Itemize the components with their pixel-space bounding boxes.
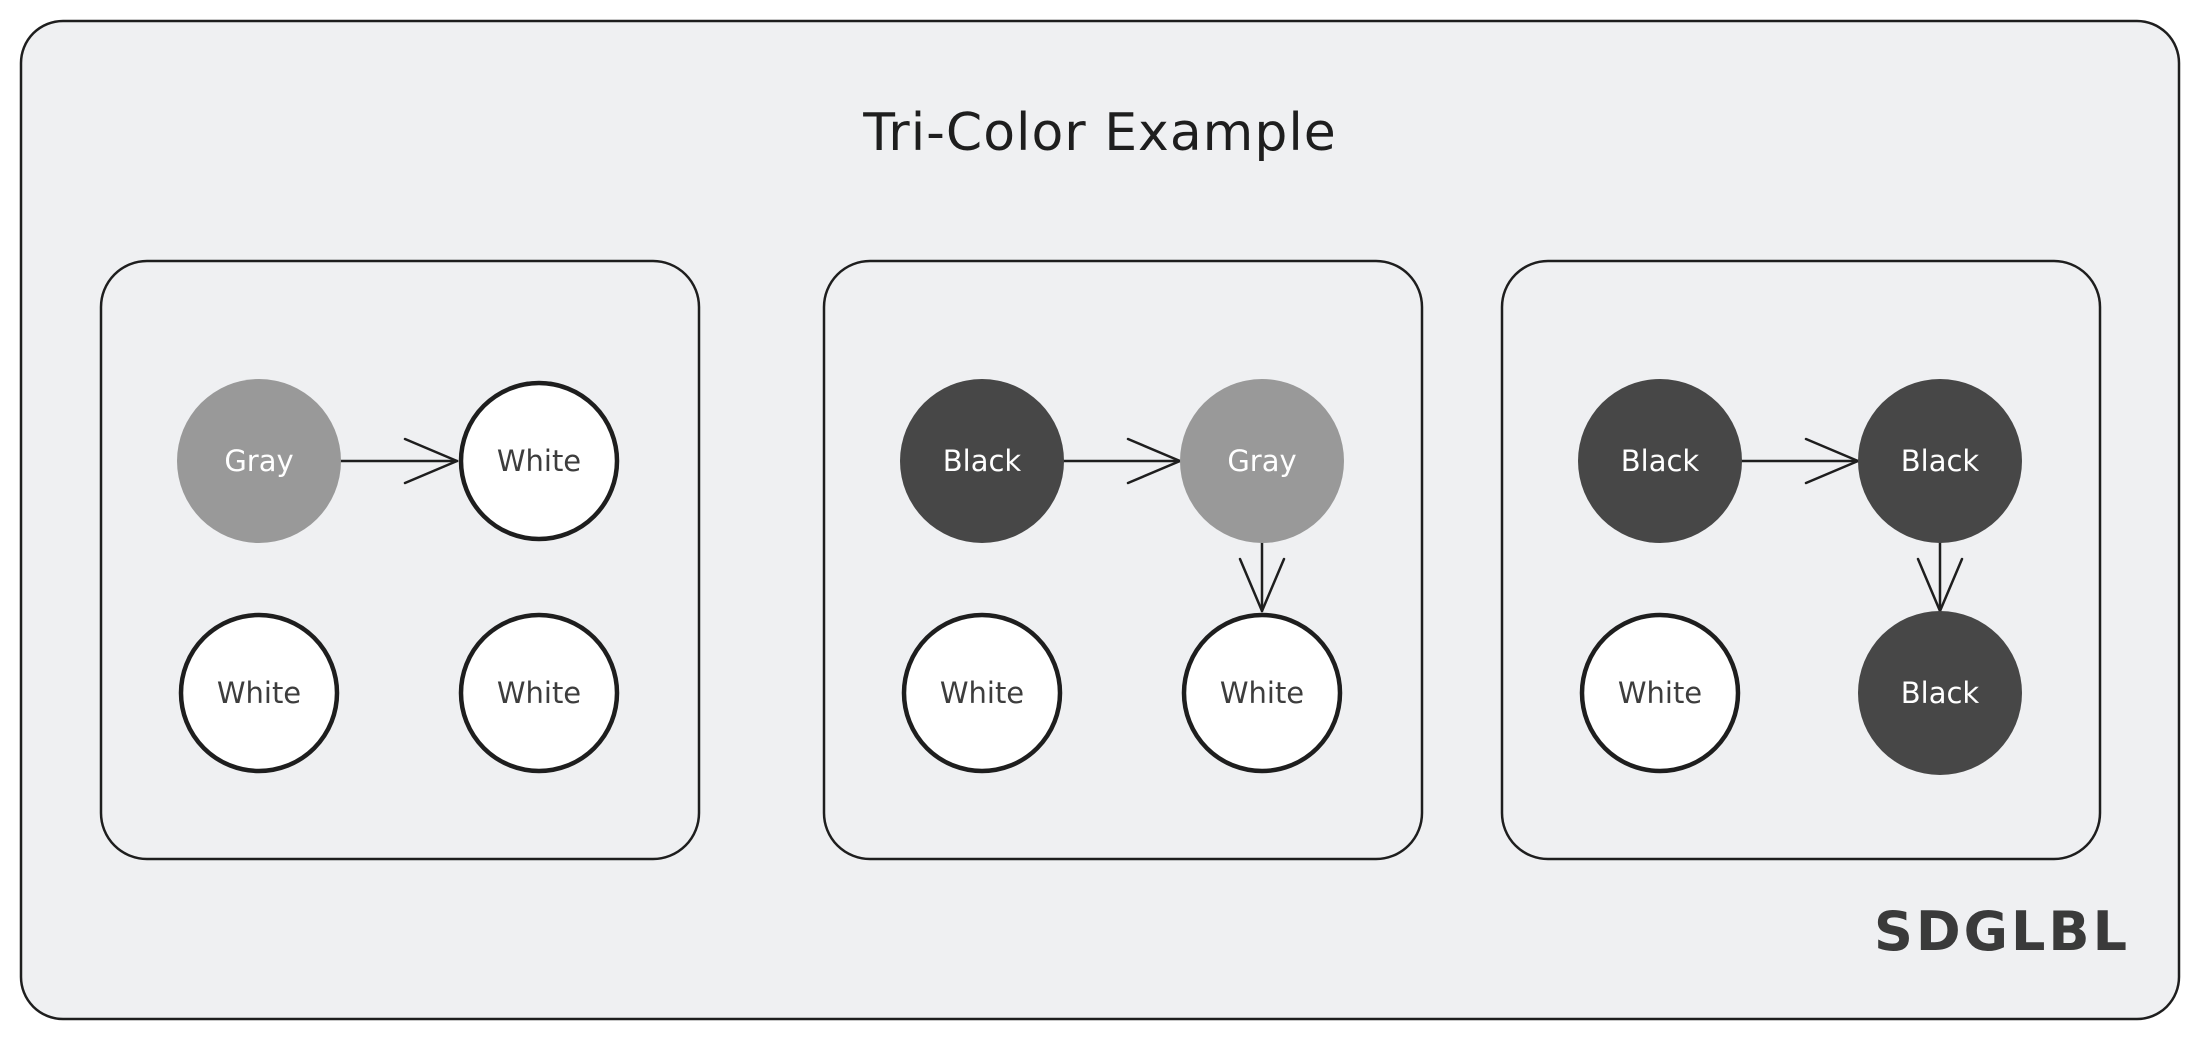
node-label: White xyxy=(940,676,1024,710)
node-circle xyxy=(177,379,341,543)
node-label: Black xyxy=(1901,676,1980,710)
node-gray: Gray xyxy=(177,379,341,543)
node-white: White xyxy=(1181,612,1343,774)
outer-frame xyxy=(19,19,2181,1021)
panel-frame xyxy=(1500,259,2102,861)
node-black: Black xyxy=(1578,379,1742,543)
arrowhead xyxy=(403,437,459,485)
node-circle xyxy=(1858,611,2022,775)
node-circle xyxy=(1180,379,1344,543)
node-black: Black xyxy=(1858,611,2022,775)
node-circle xyxy=(1181,612,1343,774)
node-circle xyxy=(1579,612,1741,774)
diagram-title: Tri-Color Example xyxy=(862,103,1337,163)
node-white: White xyxy=(1579,612,1741,774)
node-circle xyxy=(458,380,620,542)
node-circle xyxy=(900,379,1064,543)
node-label: Black xyxy=(943,444,1022,478)
node-label: White xyxy=(217,676,301,710)
panel-frame xyxy=(99,259,701,861)
node-label: White xyxy=(1220,676,1304,710)
node-white: White xyxy=(178,612,340,774)
signature: SDGLBL xyxy=(1874,900,2130,963)
arrowhead xyxy=(1238,557,1286,613)
node-label: Black xyxy=(1901,444,1980,478)
node-label: White xyxy=(497,444,581,478)
node-white: White xyxy=(458,380,620,542)
node-label: Gray xyxy=(1227,444,1296,478)
node-label: White xyxy=(497,676,581,710)
node-black: Black xyxy=(1858,379,2022,543)
panel-frame xyxy=(822,259,1424,861)
edge-arrow xyxy=(1238,539,1286,613)
edge-arrow xyxy=(337,437,459,485)
node-white: White xyxy=(458,612,620,774)
node-label: White xyxy=(1618,676,1702,710)
node-circle xyxy=(178,612,340,774)
node-gray: Gray xyxy=(1180,379,1344,543)
node-label: Black xyxy=(1621,444,1700,478)
node-circle xyxy=(458,612,620,774)
node-circle xyxy=(901,612,1063,774)
node-white: White xyxy=(901,612,1063,774)
node-circle xyxy=(1578,379,1742,543)
node-black: Black xyxy=(900,379,1064,543)
node-label: Gray xyxy=(224,444,293,478)
node-circle xyxy=(1858,379,2022,543)
